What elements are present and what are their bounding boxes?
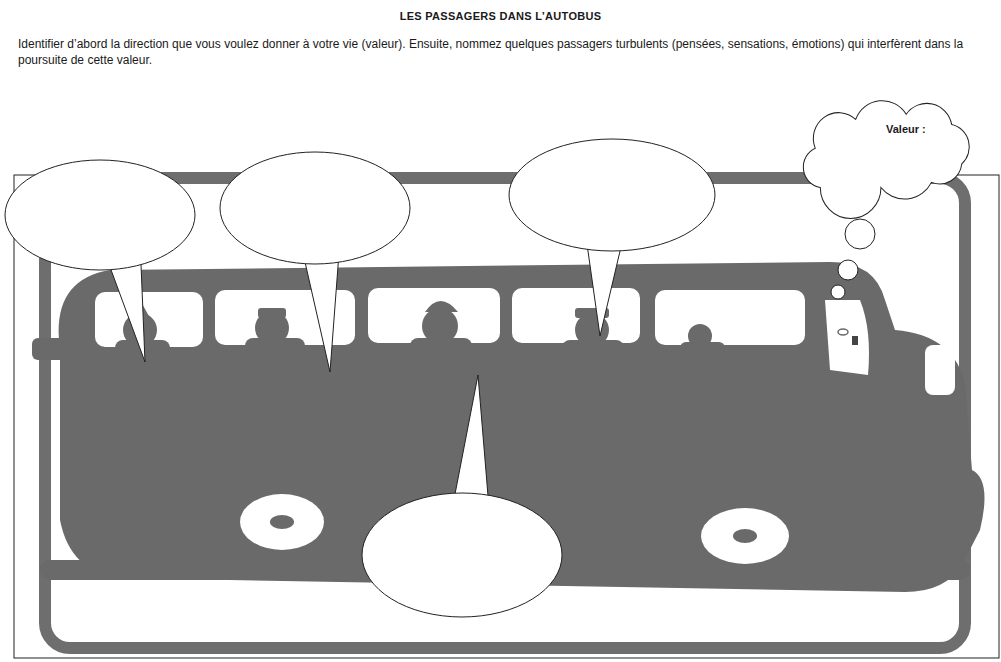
value-label: Valeur :: [886, 123, 926, 135]
bus-windows: [95, 288, 869, 375]
speech-bubbles: [5, 139, 715, 617]
instruction-text: Identifier d’abord la direction que vous…: [18, 36, 993, 68]
thought-trail: [831, 219, 875, 299]
thought-cloud-box: Valeur :: [790, 105, 982, 203]
worksheet-title: LES PASSAGERS DANS L’AUTOBUS: [0, 10, 1001, 22]
passenger-silhouettes: [115, 300, 725, 360]
thought-cloud: [790, 105, 982, 203]
cloud-outline: [803, 101, 969, 219]
bus-front: [838, 329, 955, 395]
